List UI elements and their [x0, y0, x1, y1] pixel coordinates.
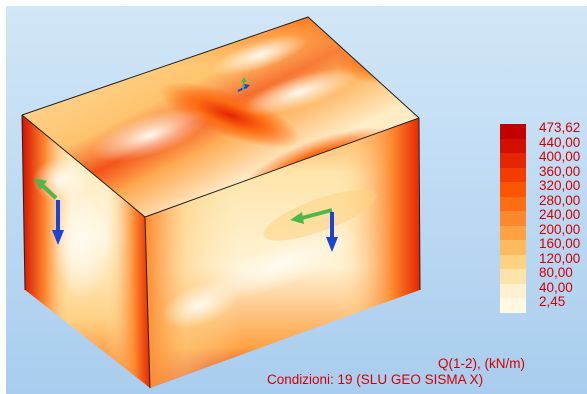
legend-value: 120,00	[539, 250, 581, 266]
legend-swatch	[500, 153, 526, 168]
legend-swatch	[500, 182, 526, 197]
legend-row: 400,00	[500, 149, 587, 168]
legend-value: 200,00	[539, 221, 581, 237]
legend-row: 473,62	[500, 120, 587, 139]
legend-row: 360,00	[500, 163, 587, 182]
legend-value: 240,00	[539, 207, 581, 222]
legend-value: 280,00	[539, 192, 581, 208]
legend-swatch	[500, 211, 526, 226]
legend-swatch	[500, 283, 526, 298]
legend-swatch	[500, 124, 526, 139]
legend-swatch	[500, 254, 526, 269]
viewport-top-border	[0, 0, 587, 6]
legend-value: 80,00	[539, 265, 573, 280]
result-quantity-label: Q(1-2), (kN/m)	[438, 356, 525, 371]
legend-value: 473,62	[539, 120, 581, 135]
legend-row: 80,00	[500, 265, 587, 284]
front-wall-local-axes	[34, 178, 64, 245]
legend-value: 320,00	[539, 178, 581, 193]
viewport-left-border	[0, 0, 6, 394]
legend-value: 440,00	[539, 134, 581, 150]
legend-row: 160,00	[500, 236, 587, 255]
side-wall-local-axes	[290, 208, 338, 252]
front-wall-face[interactable]	[22, 115, 150, 388]
legend-swatch	[500, 196, 526, 211]
box-edges	[21, 16, 421, 389]
legend-row: 280,00	[500, 192, 587, 211]
legend-value: 2,45	[539, 294, 566, 309]
legend-value: 160,00	[539, 236, 581, 251]
legend-swatch	[500, 269, 526, 284]
legend-swatch	[500, 298, 526, 313]
legend-row: 320,00	[500, 178, 587, 197]
legend-row: 200,00	[500, 221, 587, 240]
legend-row: 440,00	[500, 134, 587, 153]
legend-row: 40,00	[500, 279, 587, 298]
legend-swatch	[500, 240, 526, 255]
legend-swatch	[500, 138, 526, 153]
legend-swatch	[500, 167, 526, 182]
legend-row: 240,00	[500, 207, 587, 226]
load-condition-label: Condizioni: 19 (SLU GEO SISMA X)	[267, 372, 484, 387]
legend-row: 2,45	[500, 294, 587, 313]
roof-local-axes	[237, 77, 250, 92]
legend-row: 120,00	[500, 250, 587, 269]
legend-value: 40,00	[539, 279, 573, 295]
legend-value: 360,00	[539, 163, 581, 179]
legend-value: 400,00	[539, 149, 581, 164]
legend-swatch	[500, 225, 526, 240]
